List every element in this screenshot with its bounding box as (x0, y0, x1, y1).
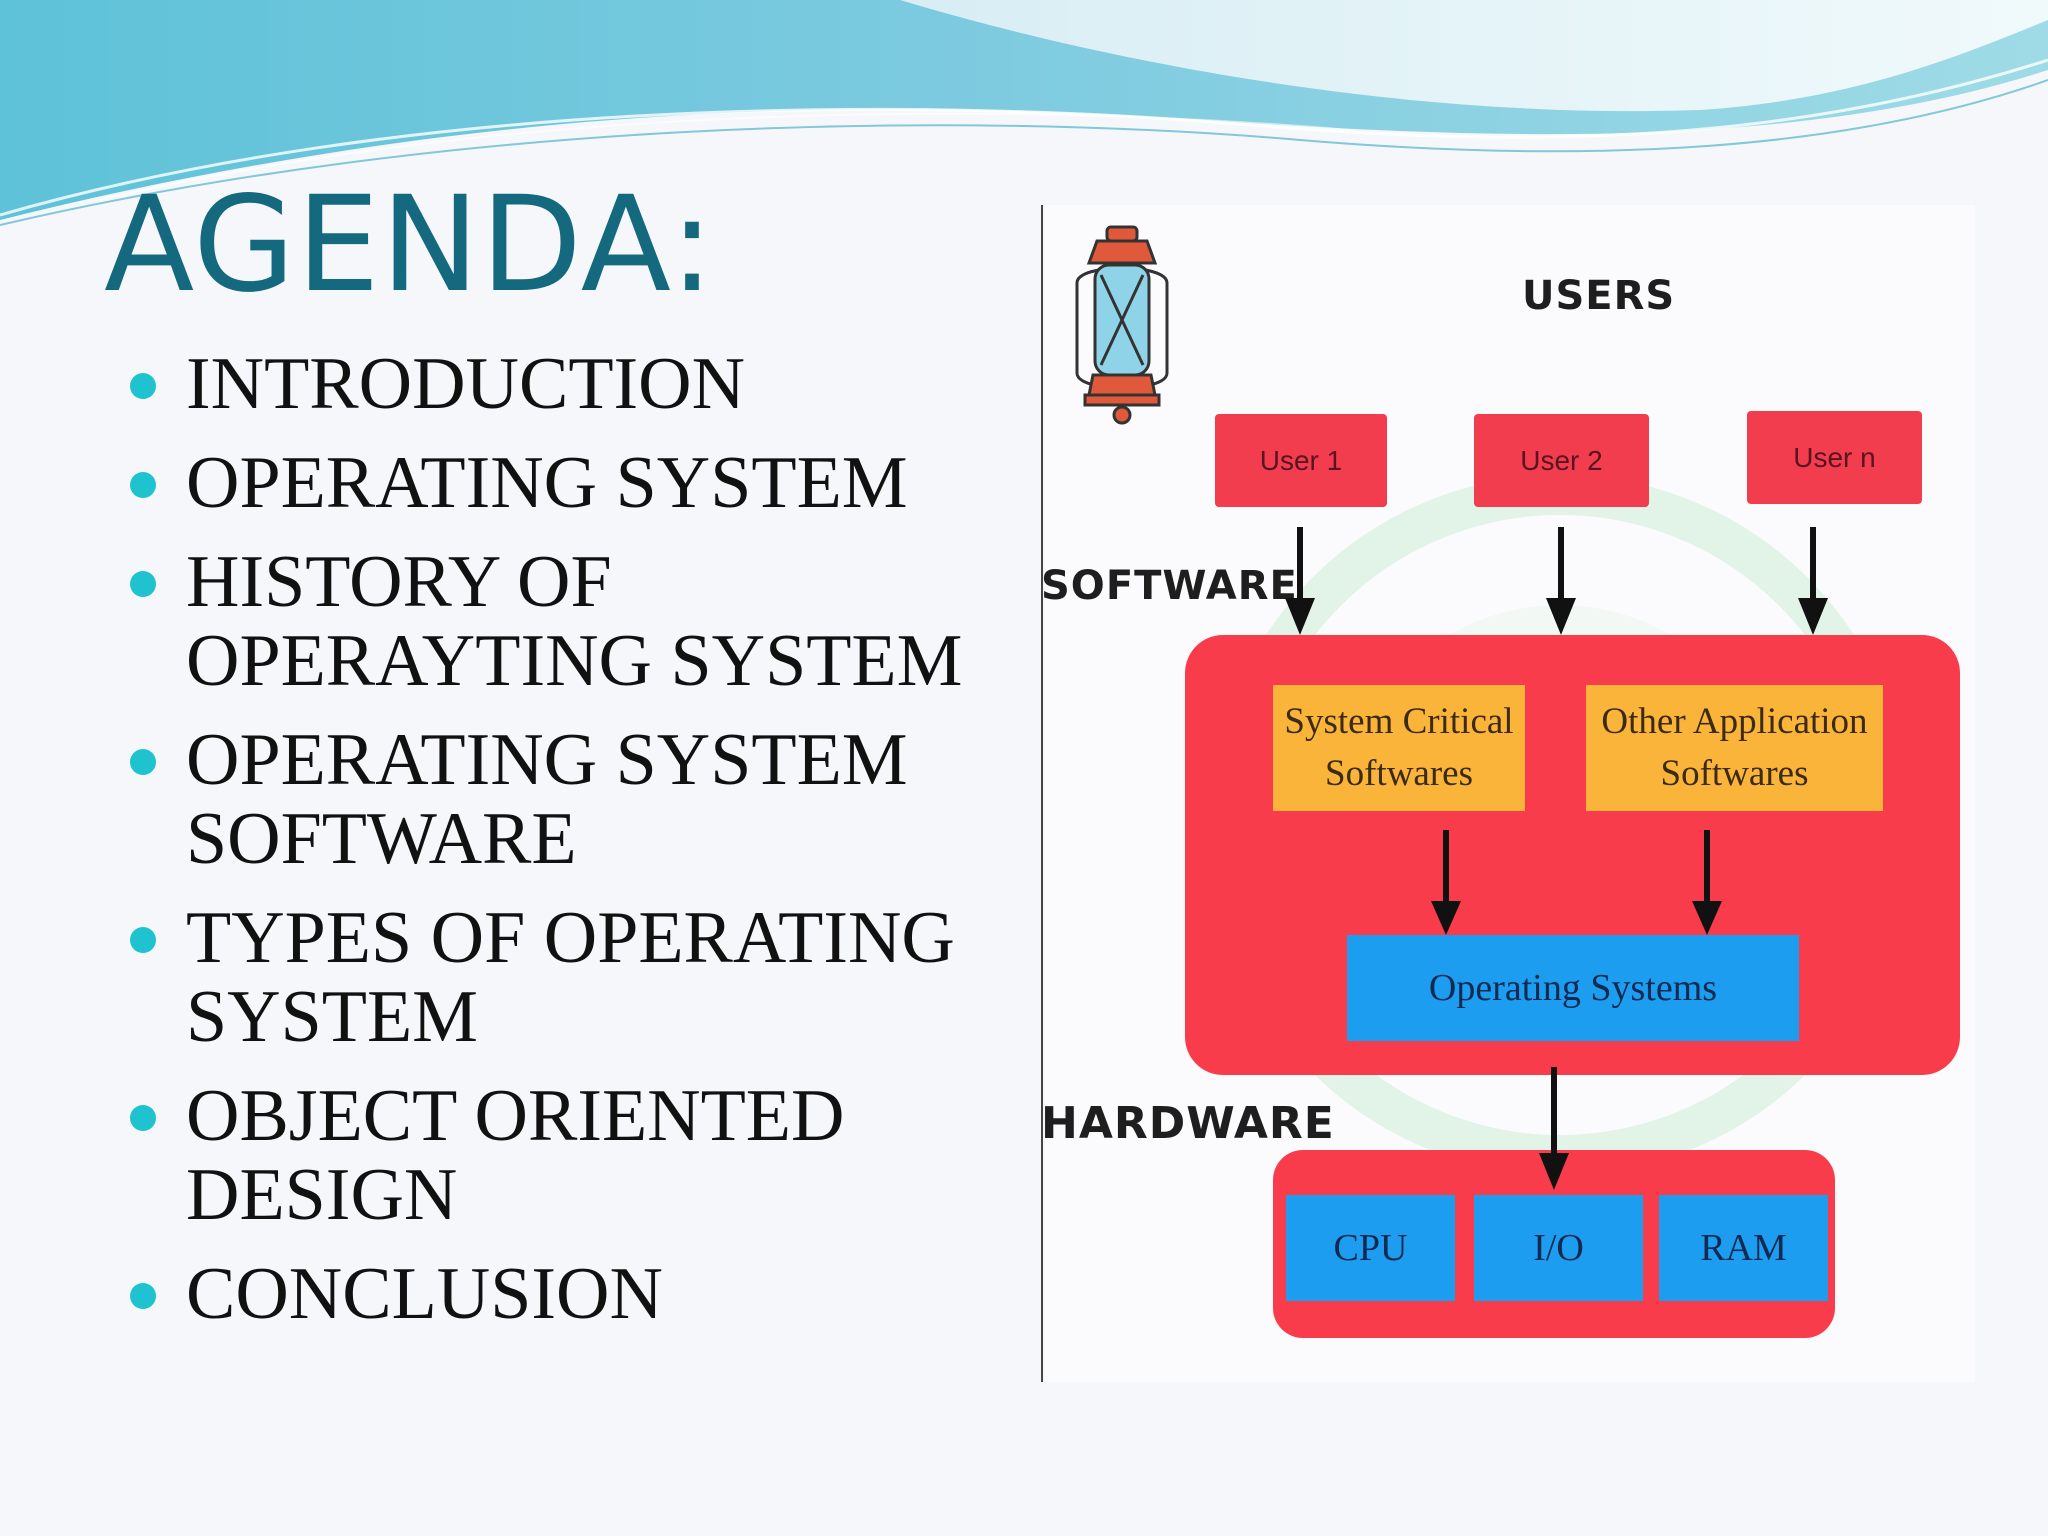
cpu-box: CPU (1286, 1195, 1455, 1301)
bullet-icon (130, 472, 156, 498)
ram-box: RAM (1659, 1195, 1828, 1301)
bullet-icon (130, 373, 156, 399)
agenda-item-label: CONCLUSION (186, 1253, 663, 1335)
operating-systems-label: Operating Systems (1428, 967, 1718, 1009)
agenda-item: OPERATING SYSTEM (128, 444, 1008, 523)
io-box: I/O (1474, 1195, 1643, 1301)
user-box: User 1 (1215, 414, 1387, 507)
ram-label: RAM (1700, 1227, 1787, 1269)
user-box: User 2 (1474, 414, 1649, 507)
agenda-item: INTRODUCTION (128, 345, 1008, 424)
bullet-icon (130, 927, 156, 953)
user-label: User 1 (1259, 444, 1343, 476)
user-label: User 2 (1520, 444, 1603, 476)
other-applications-label: Other Application Softwares (1601, 701, 1868, 794)
bullet-icon (130, 1283, 156, 1309)
os-layers-diagram: USERS User 1 User 2 User n SOFTWARE Syst… (1041, 205, 1975, 1382)
header-wave-decoration (0, 0, 2048, 226)
slide-title: AGENDA: (104, 168, 716, 322)
agenda-item-label: TYPES OF OPERATING SYSTEM (186, 897, 955, 1058)
user-box: User n (1747, 411, 1922, 504)
agenda-item-label: OBJECT ORIENTED DESIGN (186, 1075, 845, 1236)
software-label: SOFTWARE (1041, 563, 1298, 609)
agenda-item-label: HISTORY OF OPERAYTING SYSTEM (186, 541, 963, 702)
lantern-icon (1075, 225, 1169, 425)
agenda-item-label: INTRODUCTION (186, 343, 746, 425)
agenda-item: CONCLUSION (128, 1255, 1008, 1334)
bullet-icon (130, 571, 156, 597)
vertical-divider (1041, 205, 1043, 1382)
bullet-icon (130, 749, 156, 775)
system-critical-label: System Critical Softwares (1284, 701, 1514, 794)
user-label: User n (1793, 441, 1876, 473)
agenda-item: TYPES OF OPERATING SYSTEM (128, 899, 1026, 1057)
other-applications-box: Other Application Softwares (1586, 685, 1883, 811)
hardware-label: HARDWARE (1041, 1098, 1335, 1149)
cpu-label: CPU (1333, 1227, 1408, 1269)
agenda-item-label: OPERATING SYSTEM SOFTWARE (186, 719, 908, 880)
bullet-icon (130, 1105, 156, 1131)
agenda-list: INTRODUCTION OPERATING SYSTEM HISTORY OF… (128, 345, 1008, 1354)
agenda-item: OPERATING SYSTEM SOFTWARE (128, 721, 986, 879)
agenda-item-label: OPERATING SYSTEM (186, 442, 908, 524)
io-label: I/O (1533, 1227, 1584, 1269)
agenda-item: HISTORY OF OPERAYTING SYSTEM (128, 543, 1006, 701)
system-critical-box: System Critical Softwares (1273, 685, 1525, 811)
operating-systems-box: Operating Systems (1347, 935, 1799, 1041)
users-label: USERS (1522, 273, 1676, 319)
agenda-item: OBJECT ORIENTED DESIGN (128, 1077, 926, 1235)
